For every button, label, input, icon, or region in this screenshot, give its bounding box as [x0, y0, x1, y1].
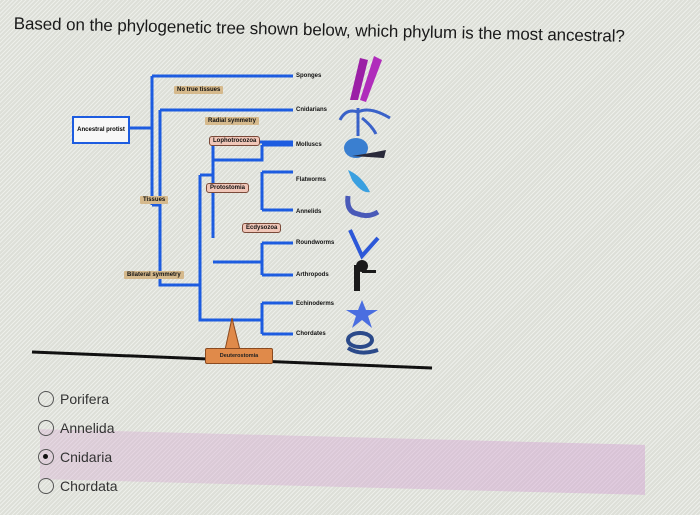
ancestral-protist-node: Ancestral protist: [72, 116, 130, 144]
radio-button[interactable]: [38, 390, 54, 407]
option-label: Porifera: [60, 390, 110, 407]
radio-button[interactable]: [38, 419, 54, 436]
tip-molluscs: Molluscs: [296, 142, 322, 148]
clade-protostomia: Protostomia: [206, 183, 250, 193]
option-annelida[interactable]: Annelida: [38, 413, 118, 442]
option-cnidaria[interactable]: Cnidaria: [38, 442, 118, 471]
option-label: Cnidaria: [60, 448, 113, 465]
radio-button-selected[interactable]: [38, 448, 54, 465]
tip-chordates: Chordates: [296, 331, 326, 337]
tip-annelids: Annelids: [296, 209, 322, 215]
tip-echinoderms: Echinoderms: [296, 301, 335, 307]
option-porifera[interactable]: Porifera: [38, 384, 118, 413]
tip-cnidarians: Cnidarians: [296, 107, 328, 113]
earthworm-icon: [345, 195, 380, 219]
option-label: Chordata: [60, 477, 118, 494]
snail-icon: [344, 138, 386, 158]
flatworm-icon: [348, 170, 370, 193]
roundworm-icon: [348, 229, 380, 260]
answer-options: Porifera Annelida Cnidaria Chordata: [38, 384, 118, 500]
clade-deuterostomia: Deuterostomia: [205, 348, 273, 364]
snake-icon: [346, 331, 379, 355]
sponge-icon: [350, 56, 382, 102]
clade-ecdysozoa: Ecdysozoa: [242, 223, 282, 233]
jellyfish-icon: [338, 108, 391, 136]
trait-bilateral-symmetry: Bilateral symmetry: [124, 271, 184, 279]
trait-tissues: Tissues: [140, 196, 169, 204]
radio-button[interactable]: [38, 477, 54, 494]
option-chordata[interactable]: Chordata: [38, 471, 118, 500]
trait-no-true-tissues: No true tissues: [174, 86, 224, 94]
lobster-icon: [354, 260, 376, 291]
clade-lophotrocozoa: Lophotrocozoa: [209, 136, 261, 146]
tip-flatworms: Flatworms: [296, 177, 327, 183]
option-label: Annelida: [60, 419, 115, 436]
tip-arthropods: Arthropods: [296, 272, 329, 278]
starfish-icon: [346, 300, 378, 328]
tip-sponges: Sponges: [296, 73, 322, 79]
tip-roundworms: Roundworms: [296, 240, 335, 246]
trait-radial-symmetry: Radial symmetry: [205, 117, 260, 125]
